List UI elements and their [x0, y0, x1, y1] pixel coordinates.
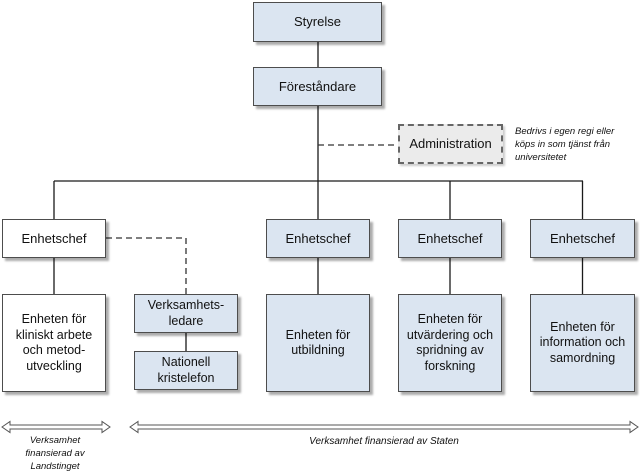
board-box: Styrelse: [253, 2, 382, 42]
unit-box-education: Enheten för utbildning: [266, 294, 370, 392]
unit-head-label: Enhetschef: [285, 230, 351, 246]
administration-note-line: universitetet: [515, 152, 567, 163]
unit-name-line: spridning av: [416, 343, 484, 357]
helpline-line: kristelefon: [157, 370, 215, 385]
unit-name-line: utveckling: [26, 358, 82, 373]
unit-head-label: Enhetschef: [21, 230, 87, 246]
unit-head-box-information: Enhetschef: [530, 219, 635, 258]
administration-note-line: Bedrivs i egen regi eller: [515, 126, 615, 137]
county-funding-caption: Verksamhet finansierad av Landstinget: [0, 434, 110, 473]
county-funding-double-arrow: [1, 420, 111, 434]
unit-name-line: Enheten för: [285, 327, 351, 342]
state-funding-line: Verksamhet finansierad av Staten: [309, 436, 459, 447]
unit-name-line: forskning: [424, 358, 476, 373]
board-label: Styrelse: [294, 14, 341, 30]
county-funding-line: Verksamhet: [29, 435, 81, 446]
unit-head-box-evaluation: Enhetschef: [398, 219, 502, 258]
unit-name-line: information och: [539, 335, 626, 350]
state-funding-caption: Verksamhet finansierad av Staten: [130, 435, 638, 448]
county-funding-line: Landstinget: [30, 461, 80, 472]
director-box: Föreståndare: [253, 67, 382, 106]
unit-head-label: Enhetschef: [417, 230, 483, 246]
unit-name-line: och metod-: [22, 343, 86, 357]
unit-name-line: samordning: [549, 350, 616, 365]
unit-head-label: Enhetschef: [549, 230, 616, 246]
unit-box-clinical: Enheten för kliniskt arbete och metod- u…: [2, 294, 106, 392]
unit-name-line: kliniskt arbete: [15, 327, 93, 342]
unit-name-line: Enheten för: [21, 312, 87, 326]
state-funding-double-arrow: [129, 420, 639, 434]
administration-note-line: köps in som tjänst från: [515, 139, 611, 150]
operations-lead-line: Verksamhets-: [147, 298, 225, 312]
administration-label: Administration: [409, 136, 492, 152]
administration-box: Administration: [398, 124, 503, 164]
dashed-connector-operations-lead: [106, 237, 187, 294]
unit-name-line: utvärdering och: [406, 327, 494, 342]
helpline-line: Nationell: [161, 355, 211, 369]
unit-box-information: Enheten för information och samordning: [530, 294, 635, 392]
director-label: Föreståndare: [278, 78, 357, 94]
unit-box-evaluation: Enheten för utvärdering och spridning av…: [398, 294, 502, 392]
operations-lead-box: Verksamhets- ledare: [134, 294, 238, 333]
operations-lead-line: ledare: [168, 313, 204, 328]
county-funding-line: finansierad av: [25, 448, 85, 459]
helpline-box: Nationell kristelefon: [134, 351, 238, 390]
unit-head-box-education: Enhetschef: [266, 219, 370, 258]
unit-name-line: Enheten för: [417, 312, 483, 326]
administration-note: Bedrivs i egen regi eller köps in som tj…: [515, 125, 638, 164]
unit-head-box-clinical: Enhetschef: [2, 219, 106, 258]
unit-name-line: utbildning: [291, 343, 345, 357]
unit-name-line: Enheten för: [550, 319, 615, 334]
